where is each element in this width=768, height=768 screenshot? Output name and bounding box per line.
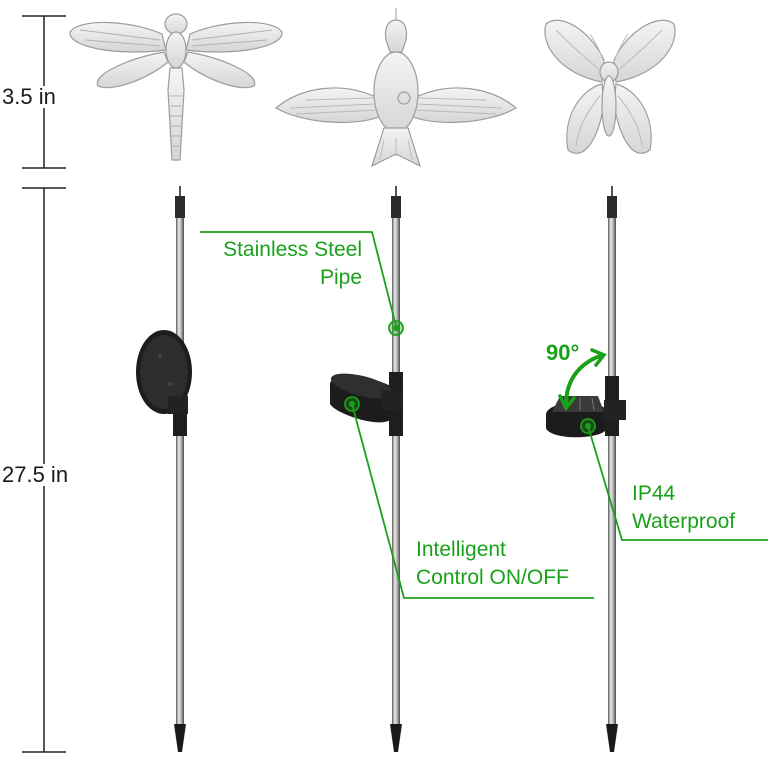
pole-middle [389, 186, 403, 752]
rotate-arrow-icon [558, 348, 607, 412]
rotation-angle-label: 90° [546, 340, 580, 365]
callout-waterproof: IP44 Waterproof [632, 480, 735, 537]
pole-left [173, 186, 187, 752]
dragonfly-ornament [69, 13, 283, 161]
callout-pipe-line2: Pipe [319, 266, 362, 290]
callout-waterproof-line1: IP44 [632, 482, 676, 505]
callout-intelligent-control: Intelligent Control ON/OFF [416, 536, 569, 593]
callout-pipe-line1: Stainless Steel [223, 238, 362, 261]
hummingbird-ornament [274, 8, 518, 168]
butterfly-ornament [544, 19, 676, 154]
callout-lines [200, 231, 768, 599]
callout-control-line2: Control ON/OFF [416, 566, 569, 590]
ornament-height-label: 3.5 in [2, 84, 56, 109]
pole-right [605, 186, 619, 752]
callout-control-line1: Intelligent [416, 538, 506, 561]
callout-waterproof-line2: Waterproof [632, 510, 736, 534]
stake-height-label: 27.5 in [2, 462, 69, 487]
solar-panel-right [546, 396, 626, 438]
solar-panel-left [136, 330, 192, 414]
solar-panel-middle [330, 373, 402, 423]
callout-stainless-steel-pipe: Stainless Steel Pipe [198, 236, 362, 293]
